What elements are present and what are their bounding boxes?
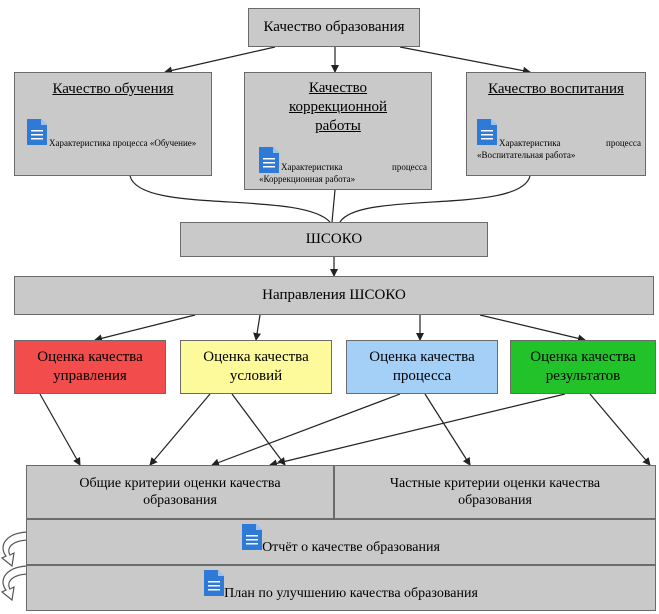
curve-upbringing — [339, 175, 531, 223]
arrow-dir-to-management — [94, 314, 196, 343]
assessment-results-label: Оценка качества результатов — [530, 349, 636, 384]
arrow-dir-to-conditions — [253, 314, 262, 341]
curve-correction — [331, 189, 336, 223]
arrow-top-to-upbringing — [399, 46, 531, 75]
quality-of-education-title: Качество образования — [263, 19, 405, 35]
improvement-plan-box: План по улучшению качества образования — [26, 565, 656, 611]
assessment-management-box: Оценка качества управления — [14, 340, 166, 394]
arrow-dir-to-results — [479, 314, 586, 343]
correction-process-doc-label: Характеристика процесса «Коррекционная р… — [259, 162, 427, 184]
upbringing-process-doc-label: Характеристика процесса «Воспитательная … — [477, 138, 641, 160]
document-icon — [259, 147, 279, 173]
specific-criteria-box: Частные критерии оценки качества образов… — [334, 465, 656, 519]
upbringing-quality-box: Качество воспитания Характеристика проце… — [466, 72, 646, 176]
general-criteria-label: Общие критерии оценки качества образован… — [79, 476, 281, 508]
correction-quality-title: Качество коррекционной работы — [288, 80, 388, 134]
assessment-process-label: Оценка качества процесса — [369, 349, 475, 384]
assessment-conditions-box: Оценка качества условий — [180, 340, 332, 394]
arrow-proc-to-specific — [424, 393, 471, 466]
assessment-results-box: Оценка качества результатов — [510, 340, 656, 394]
arrow-top-to-learning — [164, 46, 276, 75]
arrow-cond-to-specific — [231, 393, 286, 466]
report-label: Отчёт о качестве образования — [262, 539, 440, 555]
arrow-proc-to-general — [211, 393, 401, 467]
report-box: Отчёт о качестве образования — [26, 519, 656, 565]
arrow-res-to-general — [269, 393, 566, 468]
shsoko-title: ШСОКО — [305, 231, 363, 247]
specific-criteria-label: Частные критерии оценки качества образов… — [389, 476, 601, 508]
assessment-management-label: Оценка качества управления — [37, 349, 143, 384]
quality-of-education-box: Качество образования — [248, 8, 420, 47]
learning-quality-title: Качество обучения — [52, 81, 174, 97]
arrow-mgmt-to-general — [39, 393, 81, 466]
cycle-arrow-icon — [0, 531, 31, 602]
curve-learning — [129, 175, 331, 223]
correction-quality-box: Качество коррекционной работы Характерис… — [244, 72, 432, 190]
document-icon — [204, 570, 225, 596]
general-criteria-box: Общие критерии оценки качества образован… — [26, 465, 334, 519]
shsoko-directions-box: Направления ШСОКО — [14, 276, 654, 315]
shsoko-directions-title: Направления ШСОКО — [262, 287, 406, 303]
assessment-process-box: Оценка качества процесса — [346, 340, 498, 394]
assessment-conditions-label: Оценка качества условий — [203, 349, 309, 384]
arrow-cond-to-general — [149, 393, 211, 466]
improvement-plan-label: План по улучшению качества образования — [224, 585, 478, 601]
arrow-res-to-specific — [589, 393, 651, 466]
document-icon — [27, 119, 47, 145]
upbringing-quality-title: Качество воспитания — [488, 81, 624, 97]
learning-quality-box: Качество обучения Характеристика процесс… — [14, 72, 212, 176]
document-icon — [242, 524, 263, 550]
learning-process-doc-label: Характеристика процесса «Обучение» — [49, 138, 197, 148]
document-icon — [477, 119, 497, 145]
shsoko-box: ШСОКО — [180, 222, 488, 257]
